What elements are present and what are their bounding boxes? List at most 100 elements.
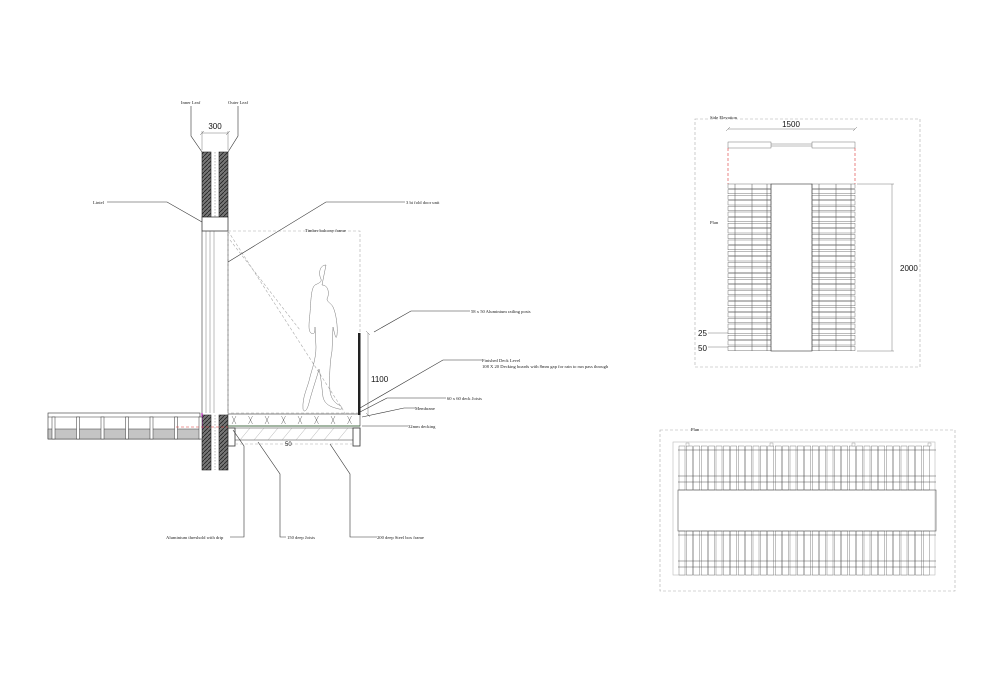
plan-board: [745, 530, 752, 576]
joist-hatch: [267, 427, 279, 441]
label-decking: 32mm decking: [408, 424, 436, 429]
balcony-deck-section: 50: [227, 413, 361, 448]
board-dimension: 25: [698, 329, 707, 338]
plan-board: [812, 445, 819, 491]
deck-board: [727, 267, 772, 273]
plan-board: [767, 530, 774, 576]
plan-board: [834, 445, 841, 491]
deck-board: [811, 228, 856, 234]
plan-board: [708, 530, 715, 576]
deck-joist: [281, 415, 286, 425]
deck-joist: [248, 415, 253, 425]
label-deck-joists: 60 x 60 deck Joists: [447, 396, 482, 401]
plan-board: [908, 530, 915, 576]
cavity-wall: [201, 151, 229, 471]
plan-board: [812, 530, 819, 576]
deck-boards: [727, 183, 856, 352]
deck-board: [727, 295, 772, 301]
joist-hatch: [337, 427, 349, 441]
deck-board: [727, 183, 772, 189]
label-joists: 150 deep Joists: [287, 535, 315, 540]
side-elevation-drawing: Side Elevation 1500 Plan 2000 25 50: [694, 115, 921, 368]
deck-board: [727, 217, 772, 223]
label-lintel: Lintel: [93, 200, 105, 205]
deck-board: [811, 189, 856, 195]
lintel: [201, 216, 229, 232]
railing-post-marker: [927, 442, 932, 447]
plan-board: [789, 530, 797, 576]
plan-board: [878, 445, 885, 491]
plan-board: [760, 530, 767, 576]
plan-board: [923, 530, 930, 576]
gap-dimension: 50: [698, 344, 707, 353]
deck-board: [811, 234, 856, 239]
floor-joist: [51, 416, 56, 440]
deck-board: [811, 262, 856, 267]
deck-board: [727, 222, 772, 228]
plan-board: [782, 530, 789, 576]
side-elevation-title: Side Elevation: [710, 115, 738, 120]
label-outer-leaf: Outer Leaf: [228, 100, 248, 105]
deck-board: [811, 222, 856, 228]
plan-board: [863, 530, 871, 576]
deck-board: [811, 323, 856, 329]
plan-board: [849, 445, 856, 491]
label-steel-frame: 200 deep Steel box frame: [377, 535, 424, 540]
plan-board: [826, 445, 834, 491]
deck-board: [811, 301, 856, 307]
width-dimension: 1500: [725, 120, 858, 132]
deck-board: [727, 234, 772, 239]
plan-board: [738, 445, 745, 491]
deck-board: [811, 346, 856, 351]
plan-board: [819, 445, 826, 491]
deck-joist: [314, 415, 319, 425]
deck-joist: [297, 415, 303, 425]
plan-board: [775, 530, 782, 576]
deck-board: [727, 323, 772, 329]
plan-board: [871, 530, 878, 576]
plan-board: [915, 445, 922, 491]
plan-deck-boards: [677, 442, 937, 576]
deck-board: [727, 340, 772, 346]
floor-joist: [174, 416, 178, 440]
plan-board: [856, 445, 863, 491]
deck-board: [811, 312, 856, 318]
label-railing-posts: 58 x 50 Aluminium railing posts: [471, 309, 531, 314]
label-inner-leaf: Inner Leaf: [181, 100, 201, 105]
label-door-unit: 3 bi fold door unit: [406, 200, 440, 205]
deck-joist: [231, 415, 237, 425]
plan-board: [878, 530, 885, 576]
plan-board: [678, 530, 686, 576]
plan-title: Plan: [691, 427, 700, 432]
railing-height-value: 1100: [371, 375, 389, 384]
plan-board: [775, 445, 782, 491]
joist-hatch: [281, 427, 293, 441]
length-dimension-value: 2000: [900, 264, 918, 273]
deck-opening: [770, 183, 813, 352]
railing-post-marker: [685, 442, 690, 447]
deck-board: [811, 239, 856, 245]
floor-joist: [76, 416, 80, 440]
deck-board: [727, 256, 772, 262]
joist-hatch: [295, 427, 307, 441]
plan-board: [923, 445, 930, 491]
plan-board: [701, 530, 708, 576]
deck-board: [727, 329, 772, 335]
deck-board: [811, 295, 856, 301]
deck-board: [727, 189, 772, 195]
label-threshold: Aluminium threshold with drip: [166, 535, 224, 540]
plan-board: [804, 530, 811, 576]
plan-board: [841, 445, 848, 491]
plan-board: [782, 445, 789, 491]
plan-board: [693, 530, 700, 576]
deck-board: [811, 290, 856, 295]
plan-board: [886, 530, 893, 576]
plan-board: [893, 445, 900, 491]
floor-joist: [100, 416, 105, 440]
timber-balcony-frame: [227, 230, 361, 414]
plan-board: [819, 530, 826, 576]
deck-board: [727, 301, 772, 307]
bi-fold-door-unit: [201, 231, 229, 413]
deck-board: [727, 262, 772, 267]
deck-board: [811, 279, 856, 284]
